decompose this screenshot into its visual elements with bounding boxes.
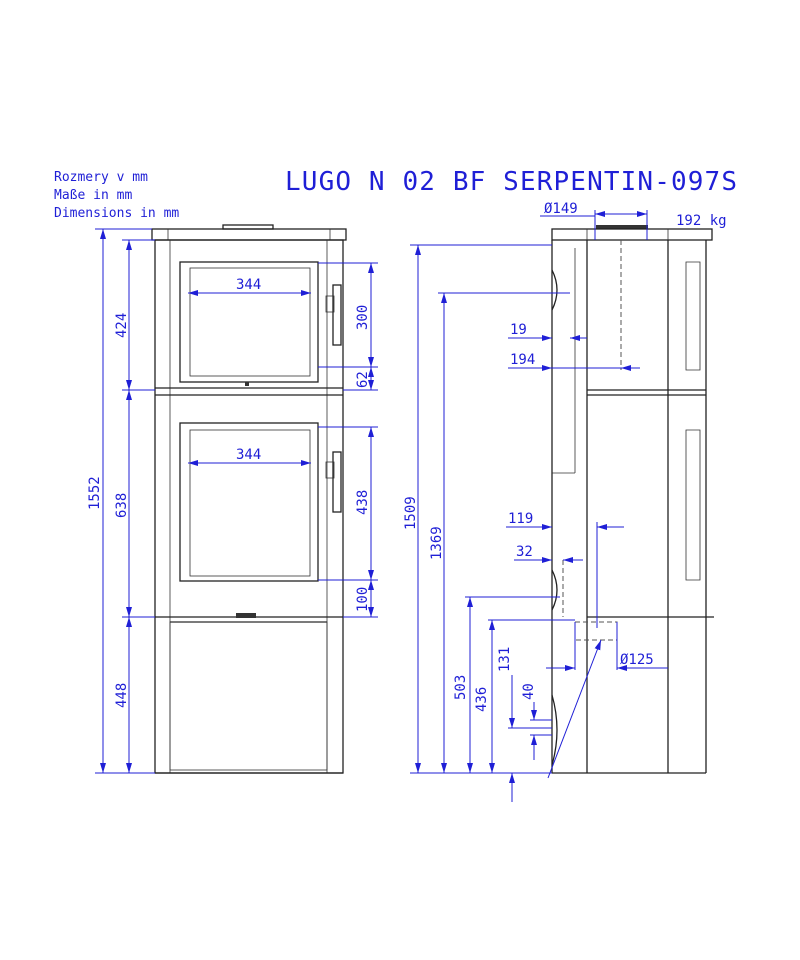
dim-lower-gap: 100 bbox=[355, 587, 371, 612]
dim-bottom-section: 448 bbox=[114, 683, 130, 708]
dim-height-131: 131 bbox=[497, 647, 513, 672]
dim-upper-gap: 62 bbox=[355, 371, 371, 388]
dim-lower-door-height: 438 bbox=[355, 490, 371, 515]
dim-lower-door-width: 344 bbox=[236, 447, 261, 463]
dim-middle-section: 638 bbox=[114, 493, 130, 518]
units-line-1: Rozmery v mm bbox=[54, 170, 148, 185]
dim-outlet-center-height: 1369 bbox=[429, 526, 445, 560]
dim-total-height: 1552 bbox=[87, 476, 103, 510]
weight-label: 192 kg bbox=[676, 213, 727, 229]
side-view-dimensions: Ø149 1509 1369 19 194 119 32 Ø125 503 43… bbox=[403, 201, 668, 802]
dim-upper-door-height: 300 bbox=[355, 305, 371, 330]
dim-air-inlet-diameter: Ø125 bbox=[620, 652, 654, 668]
dim-height-436: 436 bbox=[474, 687, 490, 712]
front-view-dimensions: 1552 424 638 448 344 344 300 62 438 100 bbox=[87, 228, 378, 774]
dim-offset-32: 32 bbox=[516, 544, 533, 560]
dim-offset-19: 19 bbox=[510, 322, 527, 338]
dim-flue-top-diameter: Ø149 bbox=[544, 201, 578, 217]
units-line-2: Maße in mm bbox=[54, 188, 132, 203]
dim-upper-door-width: 344 bbox=[236, 277, 261, 293]
dim-top-outlet-height: 1509 bbox=[403, 496, 419, 530]
units-line-3: Dimensions in mm bbox=[54, 206, 179, 221]
front-view bbox=[151, 224, 347, 774]
dim-height-503: 503 bbox=[453, 675, 469, 700]
dim-height-40: 40 bbox=[521, 683, 537, 700]
drawing-title: LUGO N 02 BF SERPENTIN-097S bbox=[285, 167, 737, 197]
dim-upper-section: 424 bbox=[114, 313, 130, 338]
side-view bbox=[551, 225, 714, 774]
dim-offset-194: 194 bbox=[510, 352, 535, 368]
dim-offset-119: 119 bbox=[508, 511, 533, 527]
